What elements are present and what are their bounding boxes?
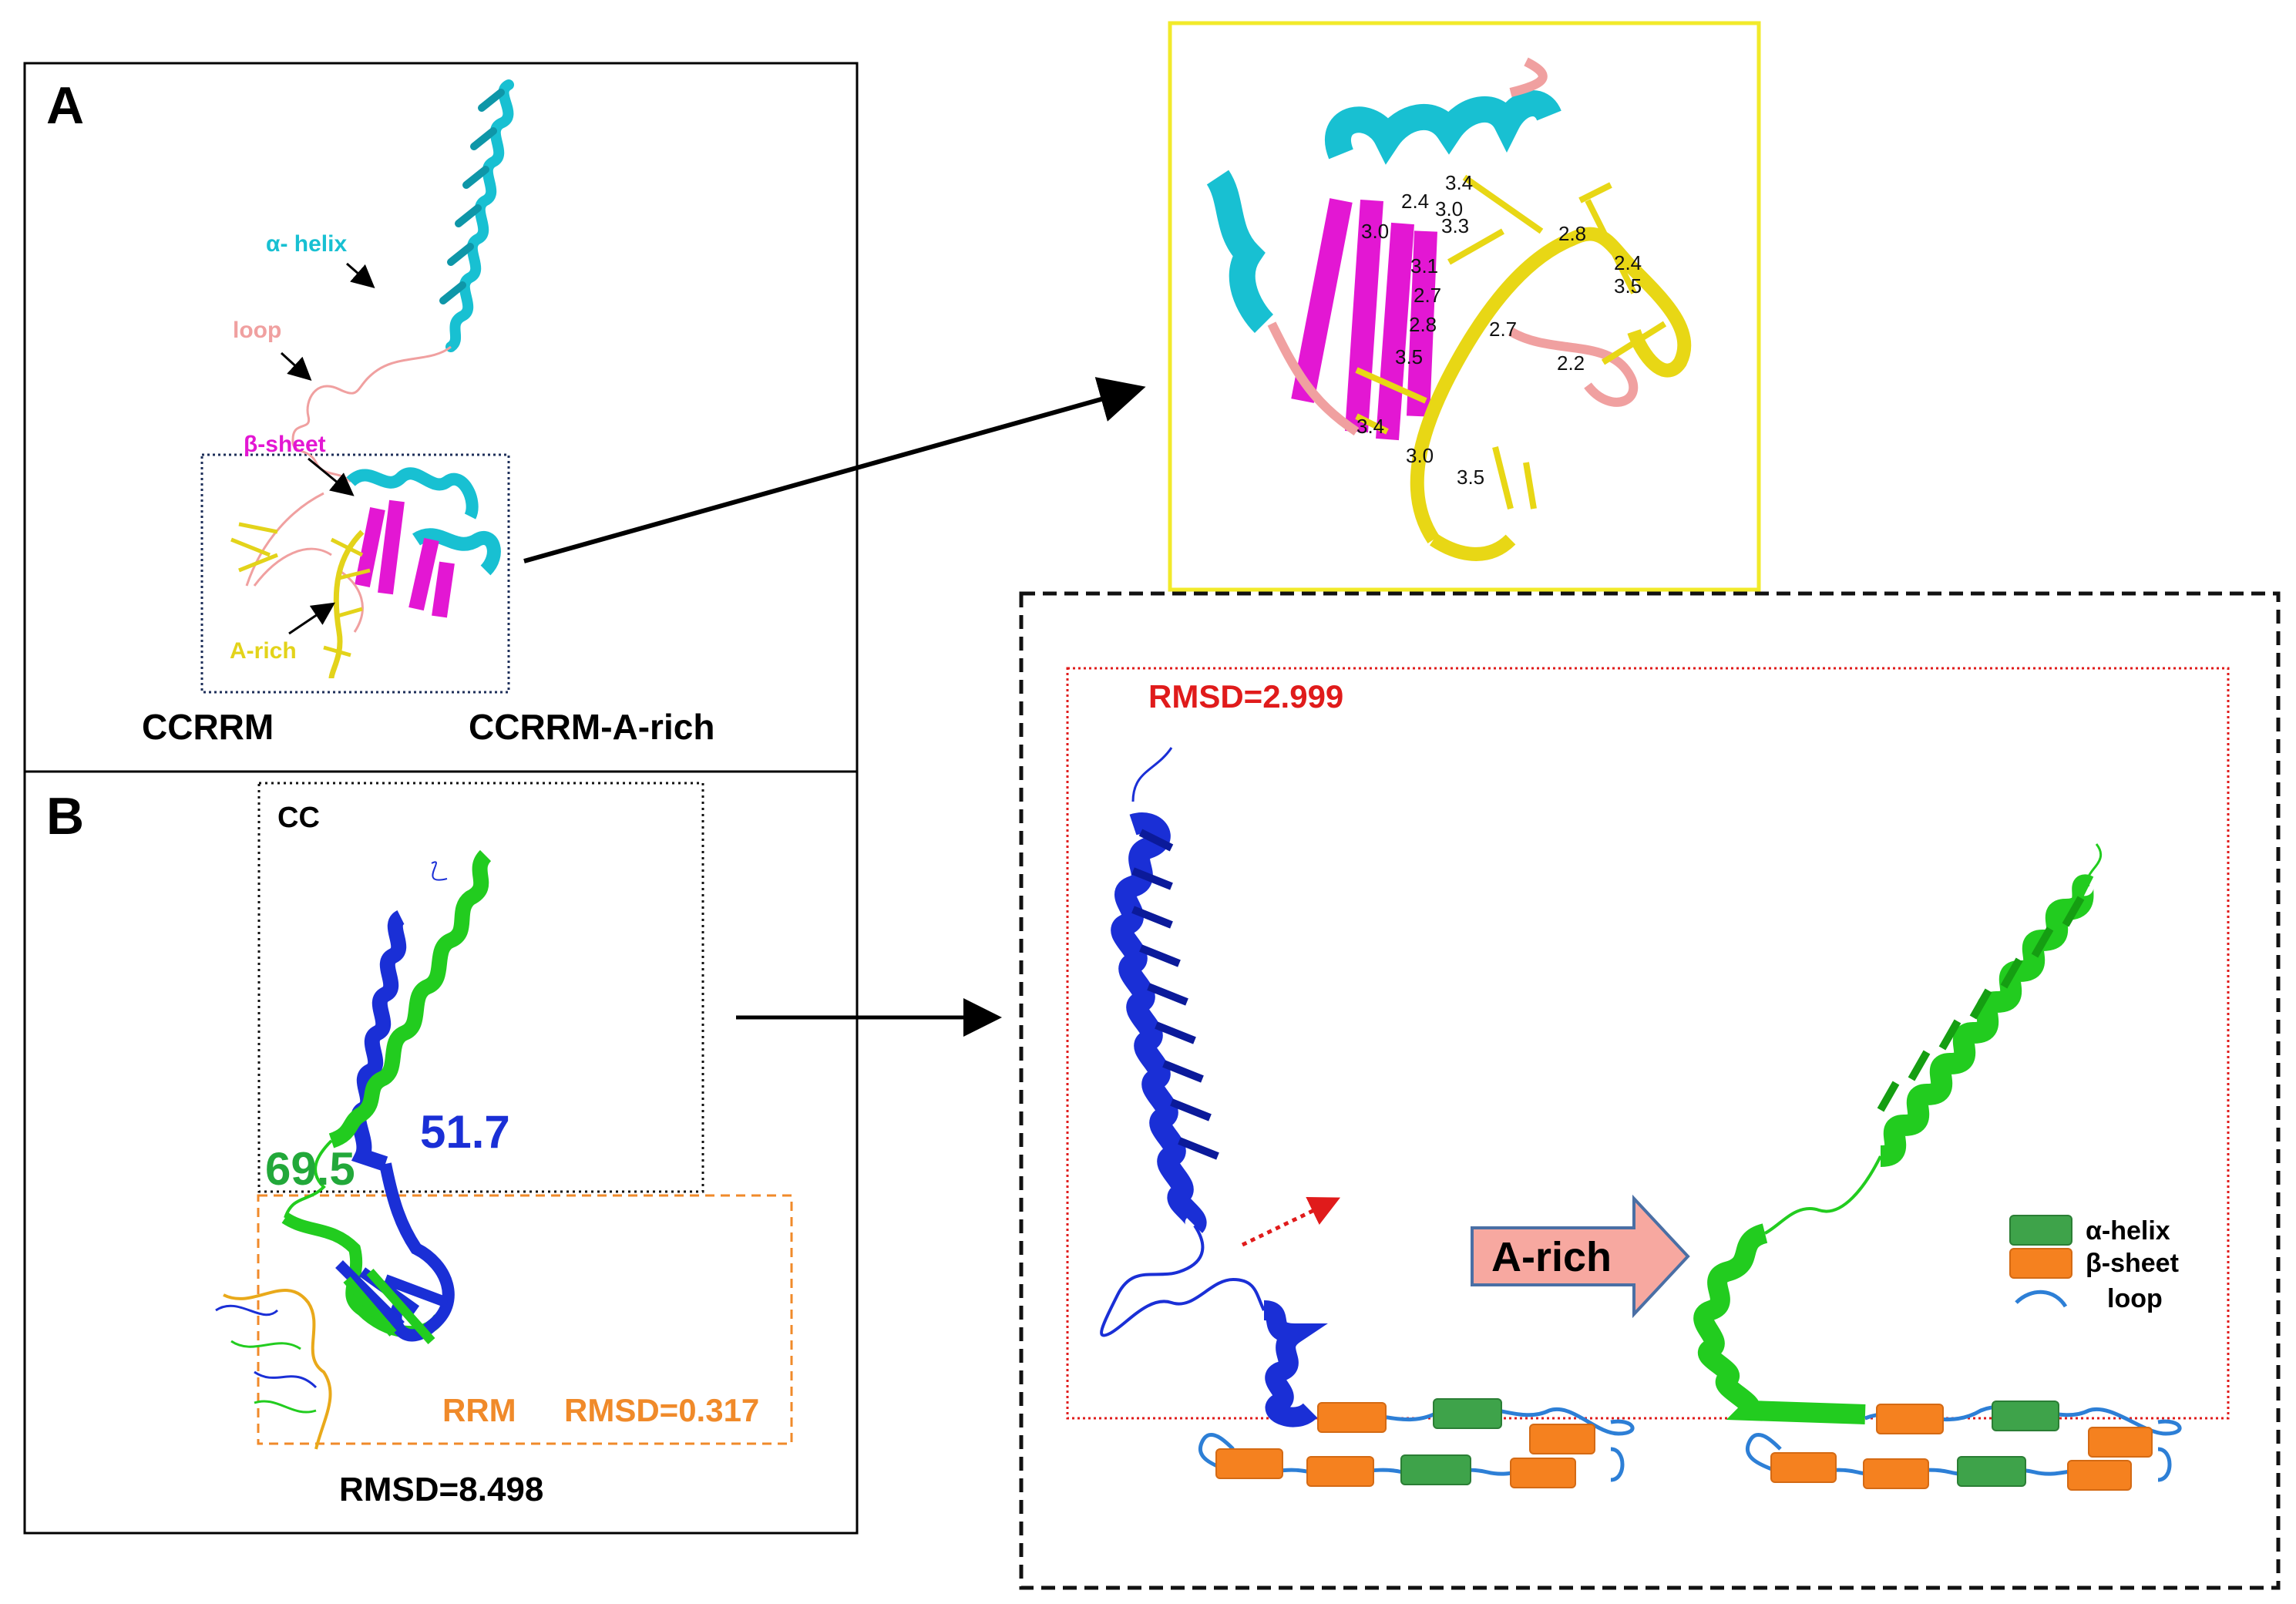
distance-label: 2.8 <box>1409 313 1437 336</box>
distance-label: 2.2 <box>1557 351 1585 375</box>
domain-diagram-right <box>1746 1401 2182 1491</box>
distance-label: 2.7 <box>1489 318 1518 341</box>
red-region-box <box>1066 667 2230 1420</box>
legend-loop-swatch <box>2015 1290 2068 1308</box>
rrm-rmsd: RMSD=0.317 <box>564 1392 760 1428</box>
panel-b-letter: B <box>46 787 85 846</box>
distance-label: 3.1 <box>1410 254 1439 277</box>
distance-label: 3.5 <box>1395 345 1424 368</box>
distance-label: 3.0 <box>1361 220 1390 243</box>
arrow-a-rich <box>288 602 335 635</box>
caption-ccrrm-a-rich: CCRRM-A-rich <box>469 707 715 747</box>
right-rmsd: RMSD=2.999 <box>1148 678 1344 715</box>
rrm-label: RRM <box>442 1392 516 1428</box>
distance-label: 3.3 <box>1441 214 1470 237</box>
domain-diagram-left <box>1198 1398 1635 1488</box>
label-loop: loop <box>233 318 282 343</box>
panel-b-superposition <box>215 849 492 1450</box>
distance-label: 3.0 <box>1435 197 1464 220</box>
panel-a-letter: A <box>46 76 85 135</box>
legend-alpha-swatch <box>2009 1215 2072 1246</box>
label-beta-sheet: β-sheet <box>244 432 326 457</box>
label-alpha-helix: α- helix <box>266 231 348 257</box>
distance-label: 2.4 <box>1401 190 1430 213</box>
overall-rmsd: RMSD=8.498 <box>339 1471 544 1508</box>
arrow-alpha-helix <box>346 262 375 288</box>
blue-structure <box>1100 747 1328 1427</box>
distance-label: 3.5 <box>1614 274 1642 298</box>
distance-label: 3.5 <box>1457 466 1485 489</box>
cc-box <box>257 782 704 1193</box>
angle-green: 69.5 <box>265 1143 355 1195</box>
arrow-loop <box>280 351 312 382</box>
cc-label: CC <box>277 802 320 834</box>
distance-label: 3.4 <box>1356 415 1385 438</box>
distance-label: 2.7 <box>1414 284 1442 307</box>
distance-label: 2.4 <box>1614 251 1642 274</box>
a-rich-arrow-shape <box>1471 1194 1690 1319</box>
panel-a-rna-box <box>200 453 510 694</box>
panel-b-frame <box>23 770 859 1535</box>
label-a-rich: A-rich <box>230 638 297 664</box>
arrow-to-zoom <box>523 377 1146 563</box>
distance-label: 3.0 <box>1406 444 1434 467</box>
legend-beta-sheet: β-sheet <box>2086 1249 2179 1278</box>
legend-beta-swatch <box>2009 1248 2072 1279</box>
red-dotted-arrow <box>1241 1197 1341 1247</box>
distance-label: 3.4 <box>1445 171 1474 194</box>
caption-ccrrm: CCRRM <box>142 707 274 747</box>
arrow-beta-sheet <box>308 457 355 496</box>
angle-blue: 51.7 <box>420 1106 510 1158</box>
green-structure <box>1693 843 2103 1424</box>
legend-alpha-helix: α-helix <box>2086 1216 2170 1246</box>
panel-a-helix <box>439 79 514 352</box>
right-panel-frame <box>1019 591 2281 1590</box>
panel-a-loop <box>291 345 452 483</box>
panel-a-frame <box>23 62 859 773</box>
rrm-box <box>257 1194 793 1445</box>
zoom-structure <box>1206 57 1692 561</box>
a-rich-arrow-label: A-rich <box>1491 1234 1612 1280</box>
panel-a-cluster <box>230 467 501 679</box>
legend-loop: loop <box>2107 1284 2163 1313</box>
distance-label: 2.8 <box>1558 222 1587 245</box>
